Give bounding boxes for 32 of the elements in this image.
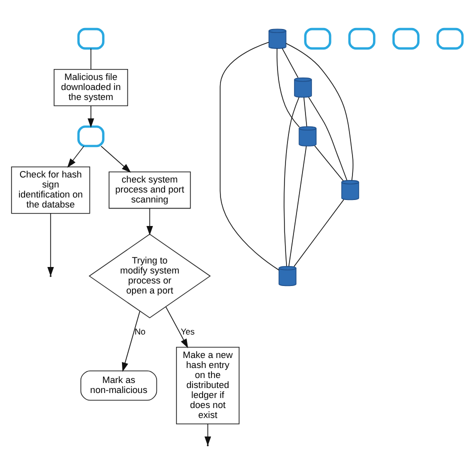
arrow [47,212,54,276]
node-computer [392,27,420,50]
arrow [67,145,84,168]
node-computer [436,27,464,50]
node-computer [77,124,104,147]
node-computer [77,27,104,50]
node-box: Check for hash sign identification on the databse [11,166,90,214]
arrow [88,105,94,128]
arrow [146,207,153,235]
connector [304,96,308,126]
connector [314,144,344,181]
arrow [100,145,131,172]
node-box: Make a new hash entry on the distributed ledger if does not exist [176,346,240,424]
node-box: Malicious file downloaded in the system [54,68,128,106]
node-box: check system process and port scanning [108,171,191,208]
connector [282,48,298,78]
arrow [166,306,188,348]
connector [90,48,92,69]
connector [276,48,300,128]
node-diamond: Trying to modify system process or open a port [88,233,211,318]
connector [284,96,300,266]
edge-label: Yes [180,326,195,336]
connector [286,42,354,180]
connector [288,145,307,266]
node-box: Mark as non-malicious [80,370,158,400]
edge-label: No [134,326,146,336]
connector [294,198,344,266]
node-computer [304,27,332,50]
arrow [122,310,140,372]
connector [308,96,348,180]
connector [220,41,280,270]
node-computer [348,27,376,50]
